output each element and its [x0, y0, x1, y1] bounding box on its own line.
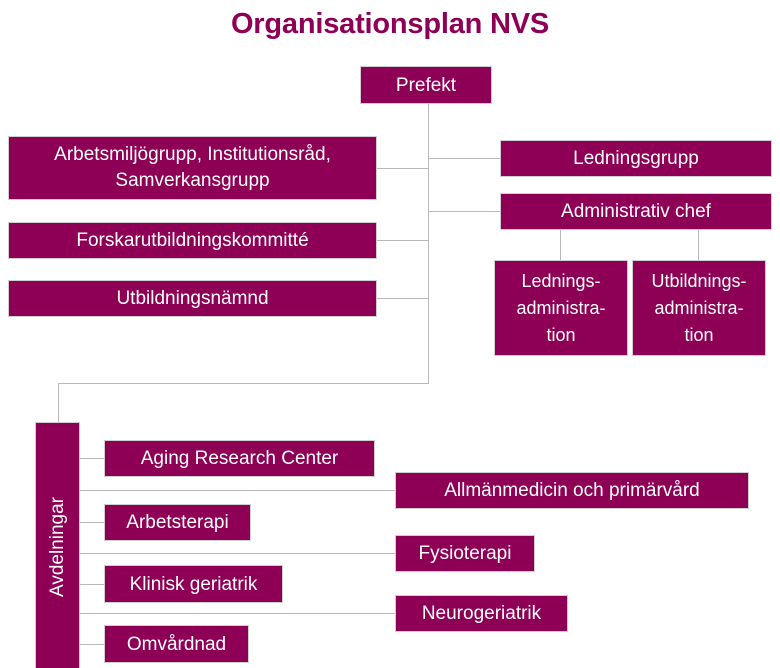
node-allmanmedicin-label: Allmänmedicin och primärvård [444, 480, 700, 501]
node-omvardnad-label: Omvårdnad [126, 633, 227, 655]
connector-to-klinisk-geriatrik [80, 584, 105, 585]
connector-to-fysioterapi [80, 553, 396, 554]
node-utbildningsadministration[interactable]: Utbildnings- administra- tion [632, 260, 766, 356]
connector-to-allmanmedicin [80, 490, 396, 491]
connector-to-forskarutbildningskommitte [376, 240, 429, 241]
node-prefekt-label: Prefekt [395, 74, 457, 96]
node-arbetsterapi[interactable]: Arbetsterapi [104, 504, 251, 541]
connector-trunk-to-avdelningar [58, 383, 429, 384]
node-utbildningsadministration-label: Utbildnings- administra- tion [651, 270, 747, 345]
node-ledningsgrupp-label: Ledningsgrupp [573, 148, 699, 169]
connector-adminchef-down-left [560, 230, 561, 260]
node-ledningsgrupp[interactable]: Ledningsgrupp [500, 140, 772, 177]
connector-to-administrativ-chef [428, 211, 500, 212]
connector-to-neurogeriatrik [80, 613, 396, 614]
connector-to-omvardnad [80, 644, 105, 645]
node-neurogeriatrik-label: Neurogeriatrik [421, 603, 542, 624]
node-klinisk-geriatrik-label: Klinisk geriatrik [129, 573, 258, 595]
node-neurogeriatrik[interactable]: Neurogeriatrik [395, 595, 568, 632]
node-avdelningar[interactable]: Avdelningar [35, 422, 80, 668]
node-prefekt[interactable]: Prefekt [360, 66, 492, 104]
node-arbetsterapi-label: Arbetsterapi [126, 512, 229, 533]
connector-prefekt-trunk [428, 104, 429, 384]
node-omvardnad[interactable]: Omvårdnad [104, 625, 249, 663]
node-administrativ-chef-label: Administrativ chef [561, 201, 711, 222]
connector-avdelningar-drop [58, 383, 59, 423]
node-forskarutbildningskommitte[interactable]: Forskarutbildningskommitté [8, 222, 377, 259]
connector-to-arbetsmiljogrupp [376, 168, 429, 169]
page-title: Organisationsplan NVS [230, 8, 550, 40]
node-aging-research-center[interactable]: Aging Research Center [104, 440, 375, 477]
node-klinisk-geriatrik[interactable]: Klinisk geriatrik [104, 565, 283, 603]
node-ledningsadministration-label: Lednings- administra- tion [516, 270, 606, 345]
node-avdelningar-label: Avdelningar [47, 497, 68, 598]
node-fysioterapi-label: Fysioterapi [418, 543, 512, 564]
node-utbildningsnamnd-label: Utbildningsnämnd [116, 288, 269, 309]
connector-to-utbildningsnamnd [376, 298, 429, 299]
node-allmanmedicin[interactable]: Allmänmedicin och primärvård [395, 472, 749, 509]
connector-adminchef-down-right [698, 230, 699, 260]
node-arbetsmiljogrupp[interactable]: Arbetsmiljögrupp, Institutionsråd, Samve… [8, 136, 377, 200]
connector-to-ledningsgrupp [428, 158, 500, 159]
node-forskarutbildningskommitte-label: Forskarutbildningskommitté [76, 230, 309, 251]
node-ledningsadministration[interactable]: Lednings- administra- tion [494, 260, 628, 356]
node-aging-research-center-label: Aging Research Center [140, 448, 339, 469]
node-arbetsmiljogrupp-label: Arbetsmiljögrupp, Institutionsråd, Samve… [54, 144, 331, 191]
node-administrativ-chef[interactable]: Administrativ chef [500, 193, 772, 230]
node-utbildningsnamnd[interactable]: Utbildningsnämnd [8, 280, 377, 317]
connector-to-aging-research-center [80, 458, 105, 459]
node-fysioterapi[interactable]: Fysioterapi [395, 535, 535, 572]
connector-to-arbetsterapi [80, 522, 105, 523]
